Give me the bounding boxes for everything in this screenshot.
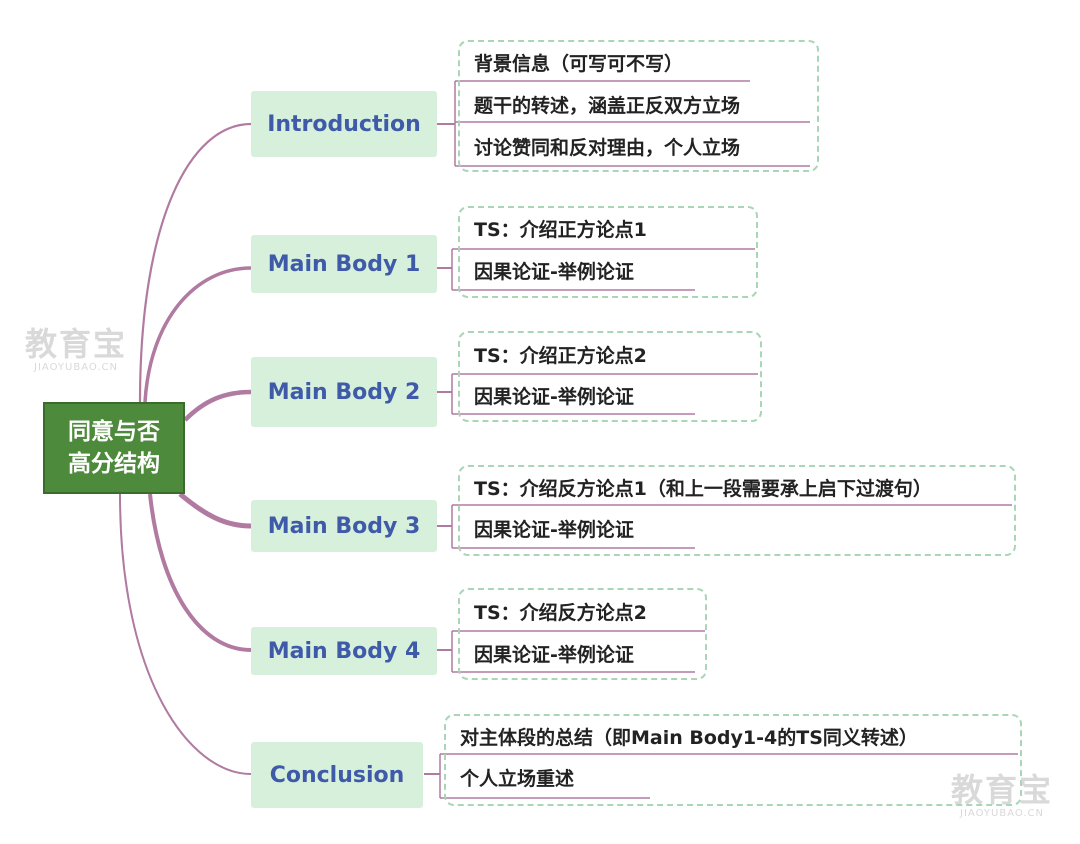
watermark-text: 教育宝 bbox=[24, 325, 127, 363]
root-label-line1: 同意与否 bbox=[68, 419, 160, 445]
main-body-3-details-group bbox=[458, 465, 1016, 556]
main-body-2-item-1: TS：介绍正方论点2 bbox=[474, 345, 647, 367]
branch-conclusion[interactable]: Conclusion bbox=[251, 742, 423, 808]
root-label-line2: 高分结构 bbox=[68, 451, 160, 477]
branch-introduction[interactable]: Introduction bbox=[251, 91, 437, 157]
root-node[interactable]: 同意与否 高分结构 bbox=[43, 402, 185, 494]
main-body-4-details-group bbox=[458, 588, 707, 680]
watermark-text: 教育宝 bbox=[950, 771, 1053, 809]
introduction-details-group bbox=[458, 40, 819, 172]
watermark-domain: JIAOYUBAO.CN bbox=[34, 362, 118, 373]
watermark-right: 教育宝 JIAOYUBAO.CN bbox=[940, 772, 1064, 820]
branch-main-body-3[interactable]: Main Body 3 bbox=[251, 500, 437, 552]
branch-main-body-1[interactable]: Main Body 1 bbox=[251, 235, 437, 293]
connector-root-main-body-1 bbox=[143, 266, 252, 403]
main-body-1-details-group bbox=[458, 206, 758, 298]
intro-item-3: 讨论赞同和反对理由，个人立场 bbox=[474, 137, 741, 159]
watermark-domain: JIAOYUBAO.CN bbox=[960, 808, 1044, 819]
main-body-3-item-1: TS：介绍反方论点1（和上一段需要承上启下过渡句） bbox=[474, 478, 932, 500]
main-body-4-item-1: TS：介绍反方论点2 bbox=[474, 602, 647, 624]
branch-main-body-4[interactable]: Main Body 4 bbox=[251, 627, 437, 675]
connector-root-introduction bbox=[138, 122, 252, 403]
connector-root-main-body-2 bbox=[183, 389, 252, 422]
connector-root-main-body-3 bbox=[178, 492, 252, 529]
main-body-1-item-1: TS：介绍正方论点1 bbox=[474, 219, 647, 241]
conclusion-item-1: 对主体段的总结（即Main Body1-4的TS同义转述） bbox=[460, 727, 918, 749]
conclusion-details-group bbox=[444, 714, 1022, 806]
connector-root-conclusion bbox=[119, 493, 252, 775]
intro-item-2: 题干的转述，涵盖正反双方立场 bbox=[474, 95, 741, 117]
conclusion-item-2: 个人立场重述 bbox=[460, 768, 575, 790]
main-body-2-details-group bbox=[458, 331, 762, 422]
branch-main-body-2[interactable]: Main Body 2 bbox=[251, 357, 437, 427]
connector-root-main-body-4 bbox=[148, 493, 252, 652]
main-body-1-item-2: 因果论证-举例论证 bbox=[474, 261, 634, 283]
intro-item-1: 背景信息（可写可不写） bbox=[474, 53, 684, 75]
main-body-4-item-2: 因果论证-举例论证 bbox=[474, 644, 634, 666]
main-body-3-item-2: 因果论证-举例论证 bbox=[474, 519, 634, 541]
main-body-2-item-2: 因果论证-举例论证 bbox=[474, 386, 634, 408]
watermark-left: 教育宝 JIAOYUBAO.CN bbox=[16, 326, 136, 374]
